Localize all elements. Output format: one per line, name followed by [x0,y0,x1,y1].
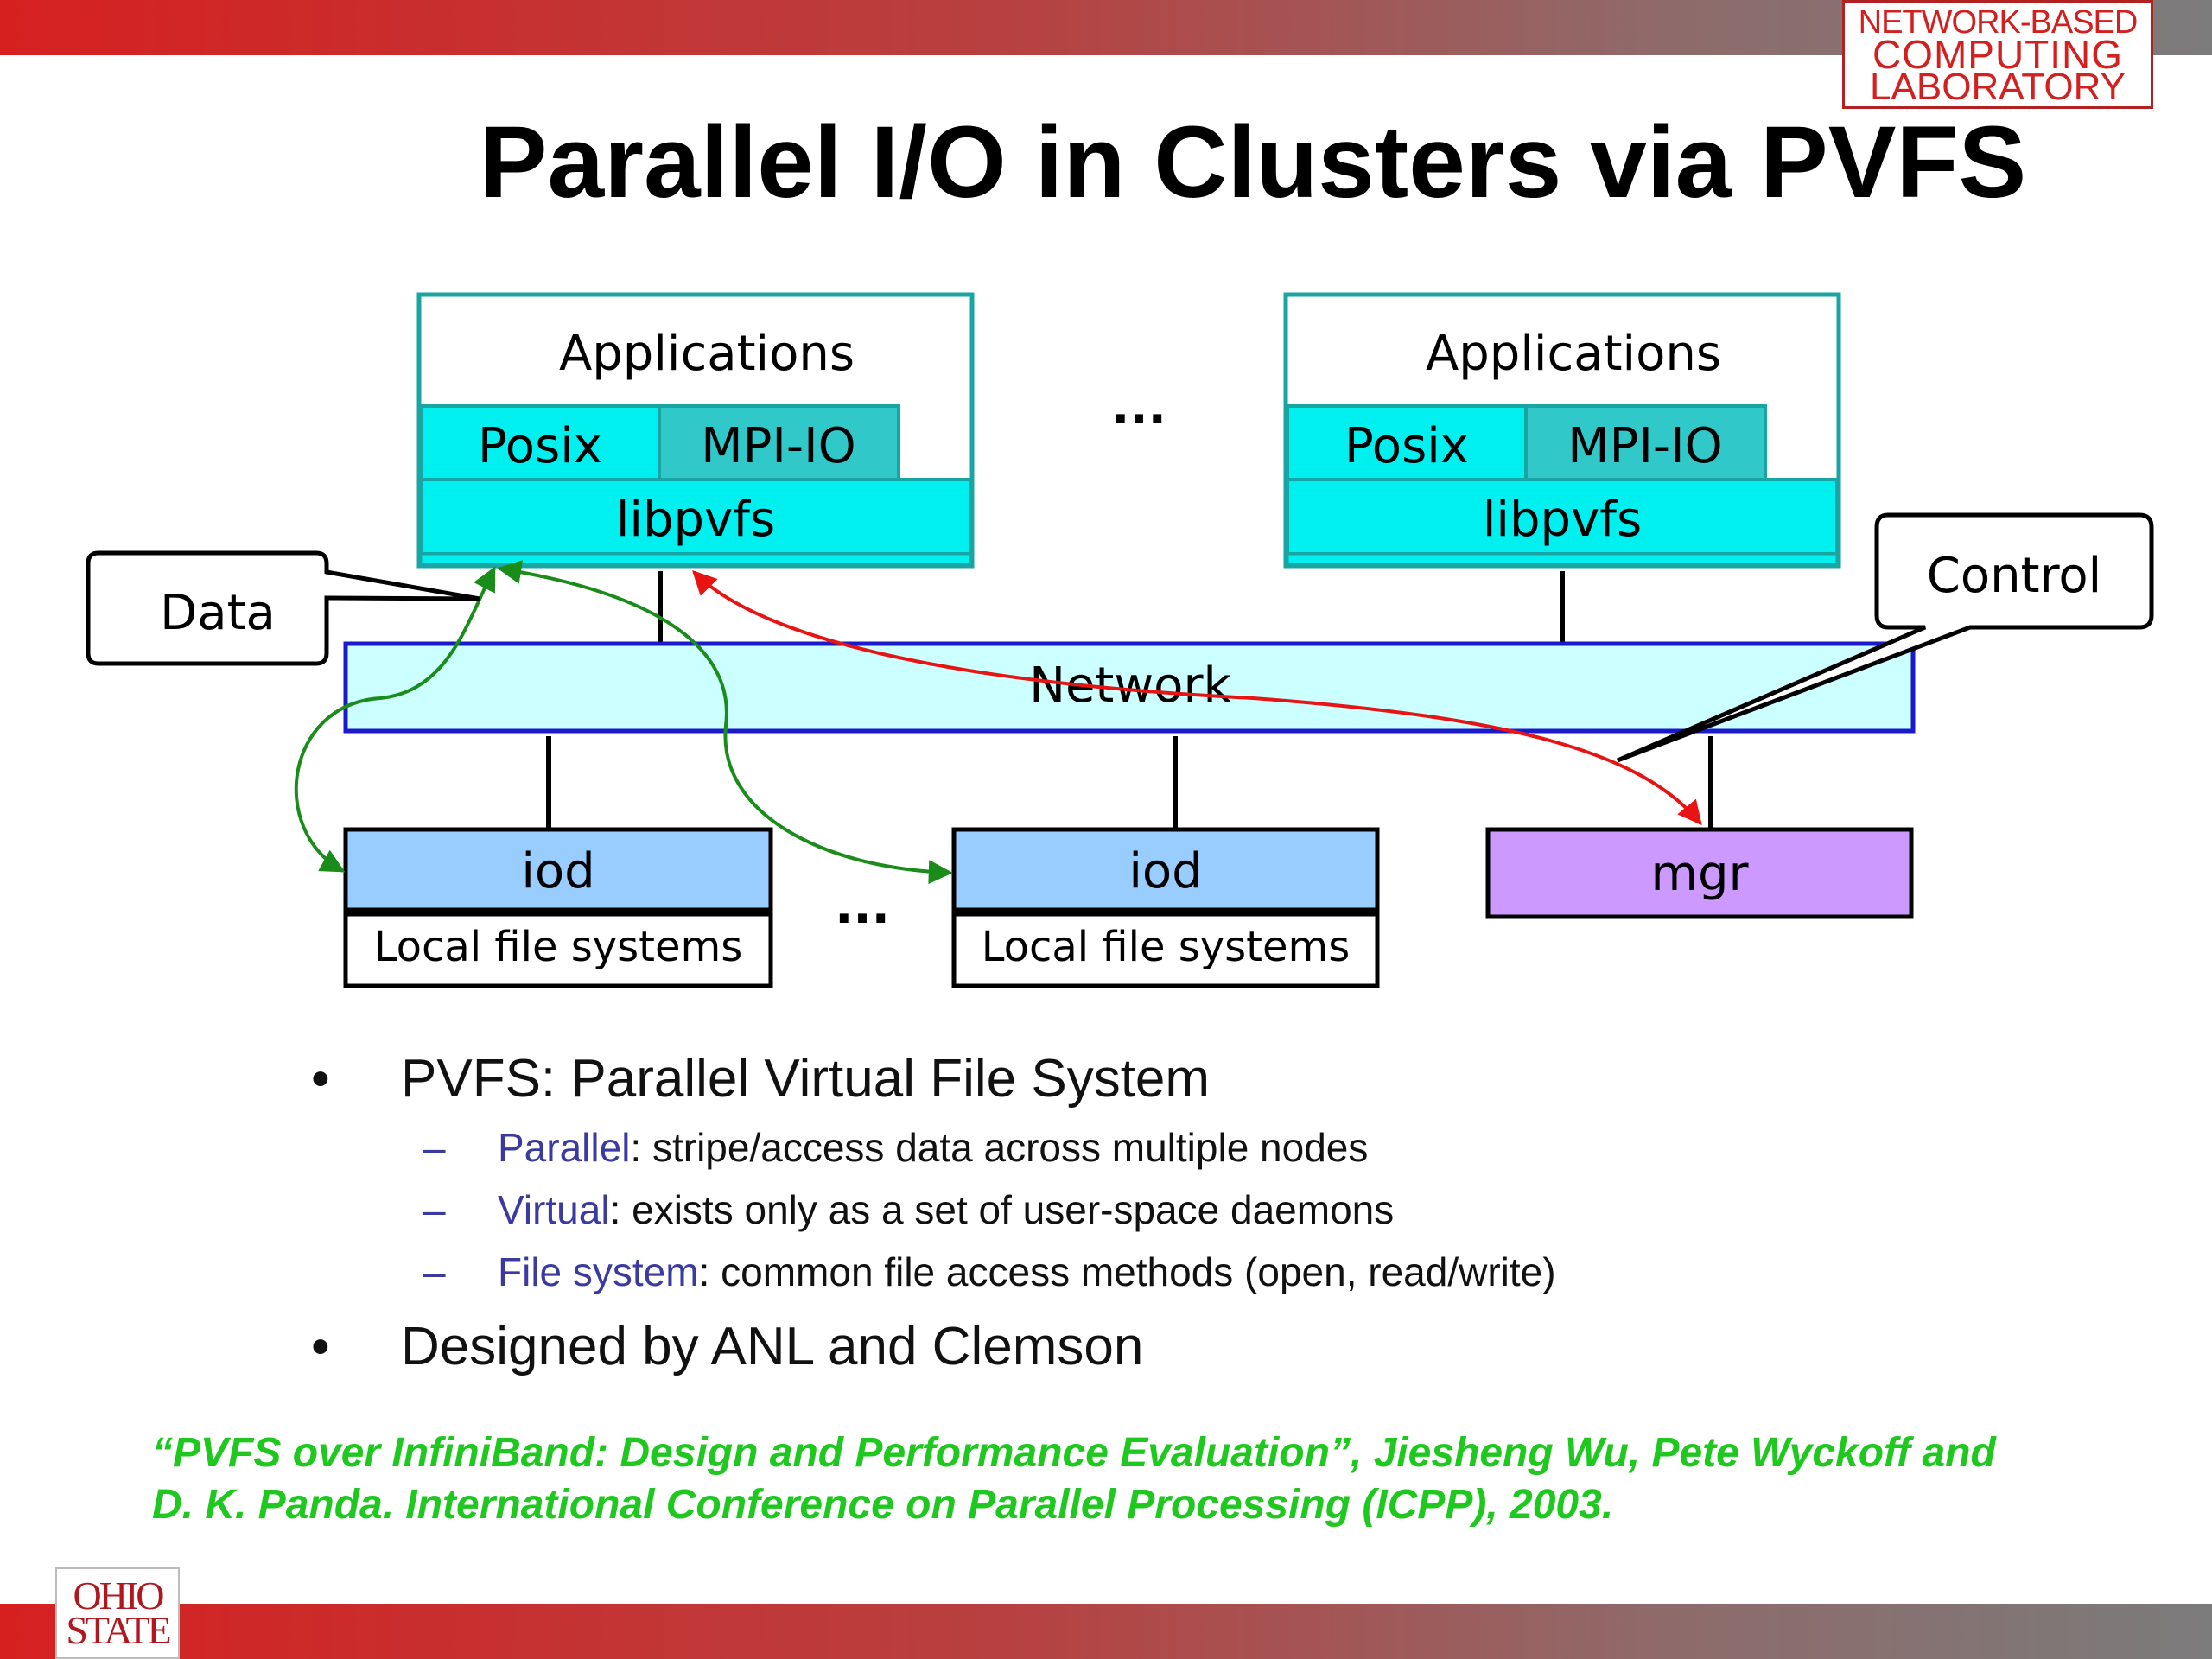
sub-bullet-term: Virtual [498,1187,610,1232]
libpvfs-label: libpvfs [616,492,775,548]
client-base-strip [419,552,972,566]
lab-logo-line: COMPUTING [1872,31,2124,77]
bullet-marker: • [311,1049,330,1109]
bullet-text: PVFS: Parallel Virtual File System [401,1049,1211,1109]
iod-box [951,827,1380,912]
iod-node-left: iod Local file systems [343,827,773,988]
iod-label: iod [521,843,594,899]
client-node-left: Applications Posix MPI-IO libpvfs [416,292,975,569]
local-fs-box [343,912,773,988]
sub-bullet-description: : exists only as a set of user-space dae… [609,1187,1395,1232]
bullet-item: • Designed by ANL and Clemson [311,1310,2039,1384]
clients-ellipsis: ... [1111,379,1166,435]
bottom-banner [0,1604,2212,1659]
posix-layer [419,404,661,481]
posix-label: Posix [1344,418,1469,474]
local-fs-label: Local file systems [374,923,743,971]
libpvfs-label: libpvfs [1483,492,1642,548]
mgr-box [1485,827,1914,919]
data-callout [86,550,480,666]
sub-bullet-text: Virtual: exists only as a set of user-sp… [498,1179,1394,1241]
mpi-io-label: MPI-IO [701,418,855,474]
sub-bullet-marker: – [423,1125,446,1170]
sub-bullet-description: : common file access methods (open, read… [698,1249,1556,1294]
ohio-state-logo: OHIO STATE [55,1567,180,1659]
bullet-text: Designed by ANL and Clemson [401,1317,1144,1376]
applications-label: Applications [1426,326,1721,382]
bullet-list: • PVFS: Parallel Virtual File System – P… [311,1042,2039,1384]
control-flow-arrow [692,570,1702,826]
sub-bullet-marker: – [423,1249,446,1294]
mpi-io-layer [1524,404,1767,481]
sub-bullet-text: File system: common file access methods … [498,1241,1556,1303]
reference-citation: “PVFS over InfiniBand: Design and Perfor… [152,1427,2105,1531]
control-callout-label: Control [1927,548,2101,604]
control-callout [1617,512,2154,763]
osu-logo-line: OHIO [73,1573,165,1618]
mpi-io-layer [658,404,900,481]
lab-logo: NETWORK-BASED COMPUTING LABORATORY [1842,0,2153,109]
bullet-marker: • [311,1317,330,1376]
applications-label: Applications [559,326,855,382]
reference-line: D. K. Panda. International Conference on… [152,1482,1614,1528]
client-node-right: Applications Posix MPI-IO libpvfs [1283,292,1841,569]
client-base-strip [1286,552,1839,566]
mpi-io-label: MPI-IO [1567,418,1722,474]
reference-line: “PVFS over InfiniBand: Design and Perfor… [152,1430,1996,1476]
bullet-item: • PVFS: Parallel Virtual File System [311,1042,2039,1116]
libpvfs-layer [1286,478,1839,556]
local-fs-label: Local file systems [982,923,1351,971]
iod-label: iod [1128,843,1202,899]
data-flow-arrow [294,566,496,873]
sub-bullet-item: – Parallel: stripe/access data across mu… [311,1116,2039,1179]
posix-label: Posix [478,418,602,474]
slide-title: Parallel I/O in Clusters via PVFS [479,105,2027,219]
sub-bullet-text: Parallel: stripe/access data across mult… [498,1116,1368,1179]
osu-logo-line: STATE [66,1608,171,1652]
servers-ellipsis: ... [835,879,890,935]
sub-bullet-marker: – [423,1187,446,1232]
local-fs-box [951,912,1380,988]
lab-logo-line: NETWORK-BASED [1858,3,2139,41]
sub-bullet-item: – Virtual: exists only as a set of user-… [311,1179,2039,1241]
data-callout-label: Data [160,585,276,641]
sub-bullet-term: Parallel [498,1125,631,1170]
iod-node-right: iod Local file systems [951,827,1380,988]
sub-bullet-term: File system [498,1249,699,1294]
lab-logo-line: LABORATORY [1870,65,2126,108]
sub-bullet-description: : stripe/access data across multiple nod… [630,1125,1369,1170]
mgr-label: mgr [1650,846,1749,902]
network-label: Network [1029,658,1231,714]
sub-bullet-item: – File system: common file access method… [311,1241,2039,1303]
